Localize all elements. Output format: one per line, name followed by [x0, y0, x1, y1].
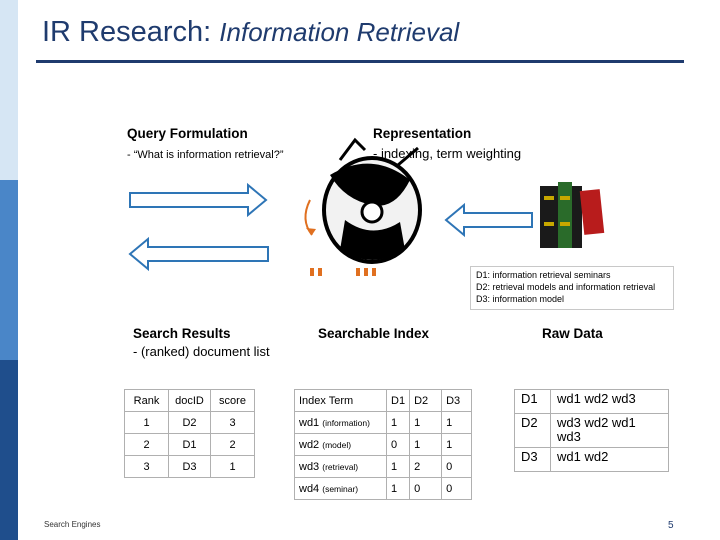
raw-doc-cell: D2: [514, 413, 551, 448]
query-example: - “What is information retrieval?”: [127, 149, 284, 161]
left-arrow-icon: [128, 236, 269, 272]
index-term-cell: wd2 (model): [294, 433, 387, 456]
title-rule: [36, 60, 684, 63]
description-d2: D2: retrieval models and information ret…: [476, 282, 656, 292]
table-header-cell: score: [210, 389, 255, 412]
table-cell: D1: [168, 433, 211, 456]
table-cell: D2: [168, 411, 211, 434]
table-cell: 2: [124, 433, 169, 456]
index-term-cell: wd4 (seminar): [294, 477, 387, 500]
table-cell: 1: [385, 411, 411, 434]
table-row: wd4 (seminar) 1 0 0: [294, 477, 473, 500]
table-cell: 1: [441, 411, 473, 434]
table-cell: D3: [168, 455, 211, 478]
table-row: 3 D3 1: [124, 455, 255, 478]
books-clipart-icon: [540, 182, 605, 248]
table-header-cell: D2: [409, 389, 443, 412]
table-cell: 1: [409, 411, 443, 434]
representation-detail: - indexing, term weighting: [373, 146, 522, 161]
table-cell: 2: [210, 433, 255, 456]
table-row: 2 D1 2: [124, 433, 255, 456]
table-cell: 3: [124, 455, 169, 478]
table-header-row: Rank docID score: [124, 389, 255, 412]
index-term-note: (seminar): [322, 483, 359, 494]
left-arrow-icon: [444, 202, 533, 238]
table-cell: 1: [124, 411, 169, 434]
table-header-cell: Rank: [124, 389, 169, 412]
searchable-index-heading: Searchable Index: [318, 326, 430, 341]
page-title: IR Research: Information Retrieval: [42, 16, 459, 49]
raw-doc-cell: D3: [514, 447, 551, 472]
sidebar-band-mid: [0, 180, 18, 360]
page-number: 5: [668, 520, 674, 531]
table-row: D3 wd1 wd2: [514, 447, 669, 472]
table-row: wd2 (model) 0 1 1: [294, 433, 473, 456]
index-term-note: (model): [322, 439, 352, 450]
table-cell: 1: [210, 455, 255, 478]
table-cell: 1: [385, 455, 411, 478]
table-cell: 1: [409, 433, 443, 456]
index-term-cell: wd1 (information): [294, 411, 387, 434]
table-header-cell: docID: [168, 389, 211, 412]
raw-data-table: D1 wd1 wd2 wd3 D2 wd3 wd2 wd1 wd3 D3 wd1…: [514, 389, 669, 472]
query-heading: Query Formulation: [127, 126, 248, 141]
table-row: 1 D2 3: [124, 411, 255, 434]
sidebar-band-light: [0, 0, 18, 180]
title-main: IR Research:: [42, 16, 212, 48]
search-results-heading: Search Results: [133, 326, 231, 341]
sidebar-band-dark: [0, 360, 18, 540]
table-cell: 0: [441, 477, 473, 500]
representation-heading: Representation: [373, 126, 472, 141]
right-arrow-icon: [129, 182, 268, 218]
index-term: wd2: [299, 438, 320, 451]
search-engine-clipart-icon: [304, 137, 422, 276]
index-term: wd4: [299, 482, 320, 495]
table-header-row: Index Term D1 D2 D3: [294, 389, 473, 412]
table-row: D2 wd3 wd2 wd1 wd3: [514, 413, 669, 448]
table-cell: 0: [409, 477, 443, 500]
description-d1: D1: information retrieval seminars: [476, 270, 611, 280]
index-term-note: (information): [322, 417, 370, 428]
table-cell: 3: [210, 411, 255, 434]
index-term: wd1: [299, 416, 320, 429]
table-row: D1 wd1 wd2 wd3: [514, 389, 669, 414]
table-row: wd1 (information) 1 1 1: [294, 411, 473, 434]
table-header-cell: D1: [385, 389, 411, 412]
table-cell: 1: [441, 433, 473, 456]
raw-data-heading: Raw Data: [542, 326, 603, 341]
table-cell: 0: [385, 433, 411, 456]
document-descriptions: D1: information retrieval seminars D2: r…: [470, 266, 674, 310]
footer-label: Search Engines: [44, 520, 101, 529]
table-header-cell: Index Term: [294, 389, 387, 412]
index-term-note: (retrieval): [322, 461, 359, 472]
searchable-index-table: Index Term D1 D2 D3 wd1 (information) 1 …: [294, 389, 473, 500]
table-header-cell: D3: [441, 389, 473, 412]
search-results-table: Rank docID score 1 D2 3 2 D1 2 3 D3 1: [124, 389, 255, 478]
raw-words-cell: wd1 wd2: [550, 447, 669, 472]
raw-doc-cell: D1: [514, 389, 551, 414]
raw-words-cell: wd1 wd2 wd3: [550, 389, 669, 414]
table-cell: 2: [409, 455, 443, 478]
description-d3: D3: information model: [476, 294, 565, 304]
table-cell: 0: [441, 455, 473, 478]
table-cell: 1: [385, 477, 411, 500]
table-row: wd3 (retrieval) 1 2 0: [294, 455, 473, 478]
search-results-detail: - (ranked) document list: [133, 344, 270, 359]
title-sub: Information Retrieval: [219, 17, 460, 47]
index-term-cell: wd3 (retrieval): [294, 455, 387, 478]
raw-words-cell: wd3 wd2 wd1 wd3: [550, 413, 669, 448]
index-term: wd3: [299, 460, 320, 473]
